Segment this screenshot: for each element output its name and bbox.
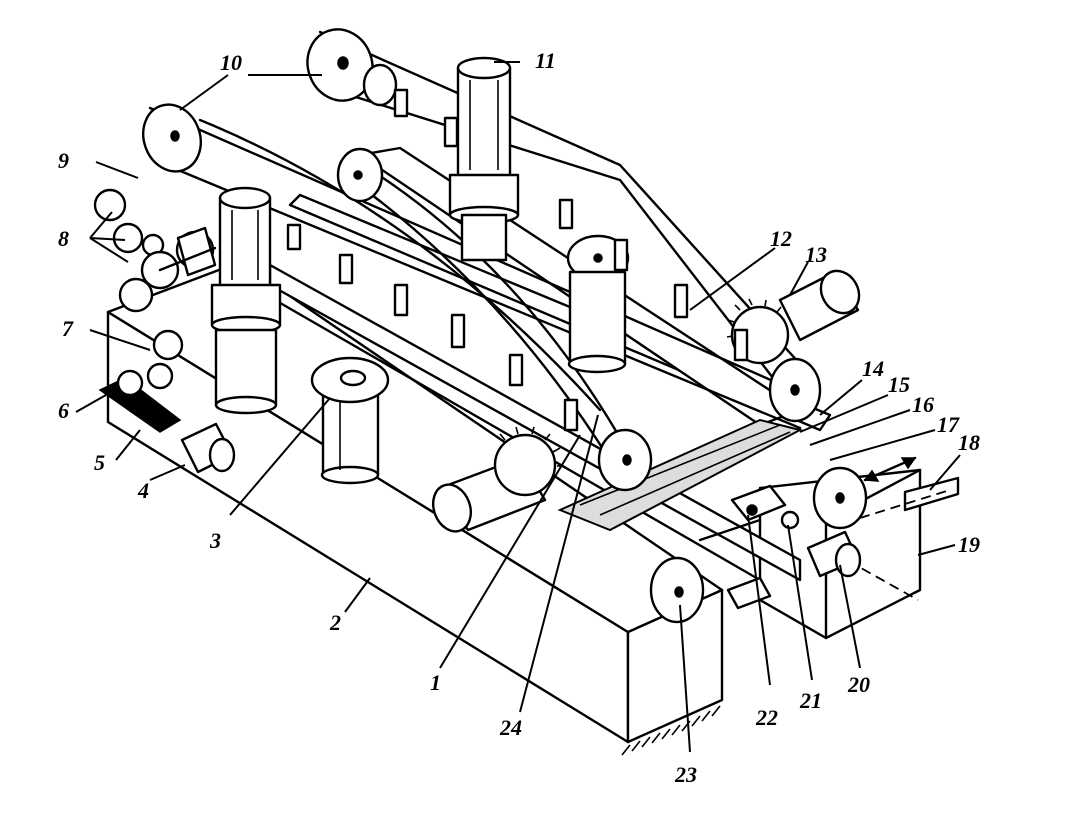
label-11: 11	[535, 48, 556, 73]
output-rail	[859, 476, 960, 519]
label-10: 10	[220, 50, 242, 75]
motor-4	[180, 422, 236, 474]
number-labels: 1 2 3 4 5 6 7 8 9 10 11 12 13 14 15 16 1…	[58, 48, 980, 787]
label-8: 8	[58, 226, 69, 251]
label-23: 23	[674, 762, 697, 787]
label-15: 15	[888, 372, 910, 397]
label-7: 7	[62, 316, 74, 341]
pulley-cluster-8	[93, 188, 217, 313]
label-2: 2	[329, 610, 341, 635]
label-17: 17	[937, 412, 960, 437]
label-16: 16	[912, 392, 934, 417]
pulleys	[142, 28, 868, 624]
cutter-posts	[286, 88, 749, 432]
label-19: 19	[958, 532, 980, 557]
label-14: 14	[862, 356, 884, 381]
label-3: 3	[209, 528, 221, 553]
label-1: 1	[430, 670, 441, 695]
label-21: 21	[799, 688, 822, 713]
label-22: 22	[755, 705, 778, 730]
label-18: 18	[958, 430, 980, 455]
gear-train	[98, 329, 184, 433]
label-4: 4	[137, 478, 149, 503]
motor-20	[806, 530, 862, 578]
label-24: 24	[499, 715, 522, 740]
label-13: 13	[805, 242, 827, 267]
motor-saw-lower	[431, 426, 564, 533]
label-5: 5	[94, 450, 105, 475]
label-9: 9	[58, 148, 69, 173]
feed-arrow	[863, 456, 917, 482]
motor-center	[567, 270, 627, 374]
label-20: 20	[847, 672, 870, 697]
leader-lines	[75, 61, 961, 753]
motor-11	[448, 56, 520, 262]
motor-left	[210, 186, 282, 415]
label-12: 12	[770, 226, 792, 251]
motor-3	[310, 356, 390, 485]
label-6: 6	[58, 398, 69, 423]
